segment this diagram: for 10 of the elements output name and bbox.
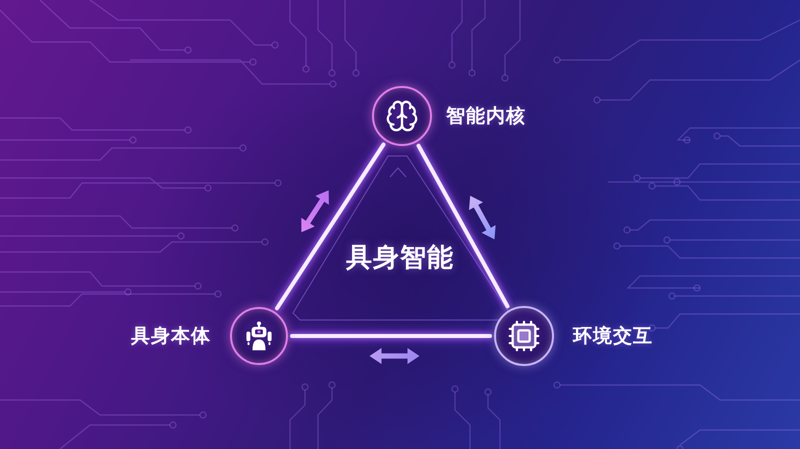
glowing-connector-line	[275, 142, 386, 310]
node-label: 智能内核	[446, 104, 526, 128]
icon-circle	[494, 306, 554, 366]
glowing-connector-line	[416, 144, 510, 308]
icon-circle	[230, 307, 288, 365]
node-label: 环境交互	[573, 324, 653, 348]
icon-circle	[372, 86, 432, 146]
center-title: 具身智能	[346, 242, 454, 274]
node-label: 具身本体	[131, 324, 211, 348]
glowing-connector-line	[290, 334, 492, 338]
